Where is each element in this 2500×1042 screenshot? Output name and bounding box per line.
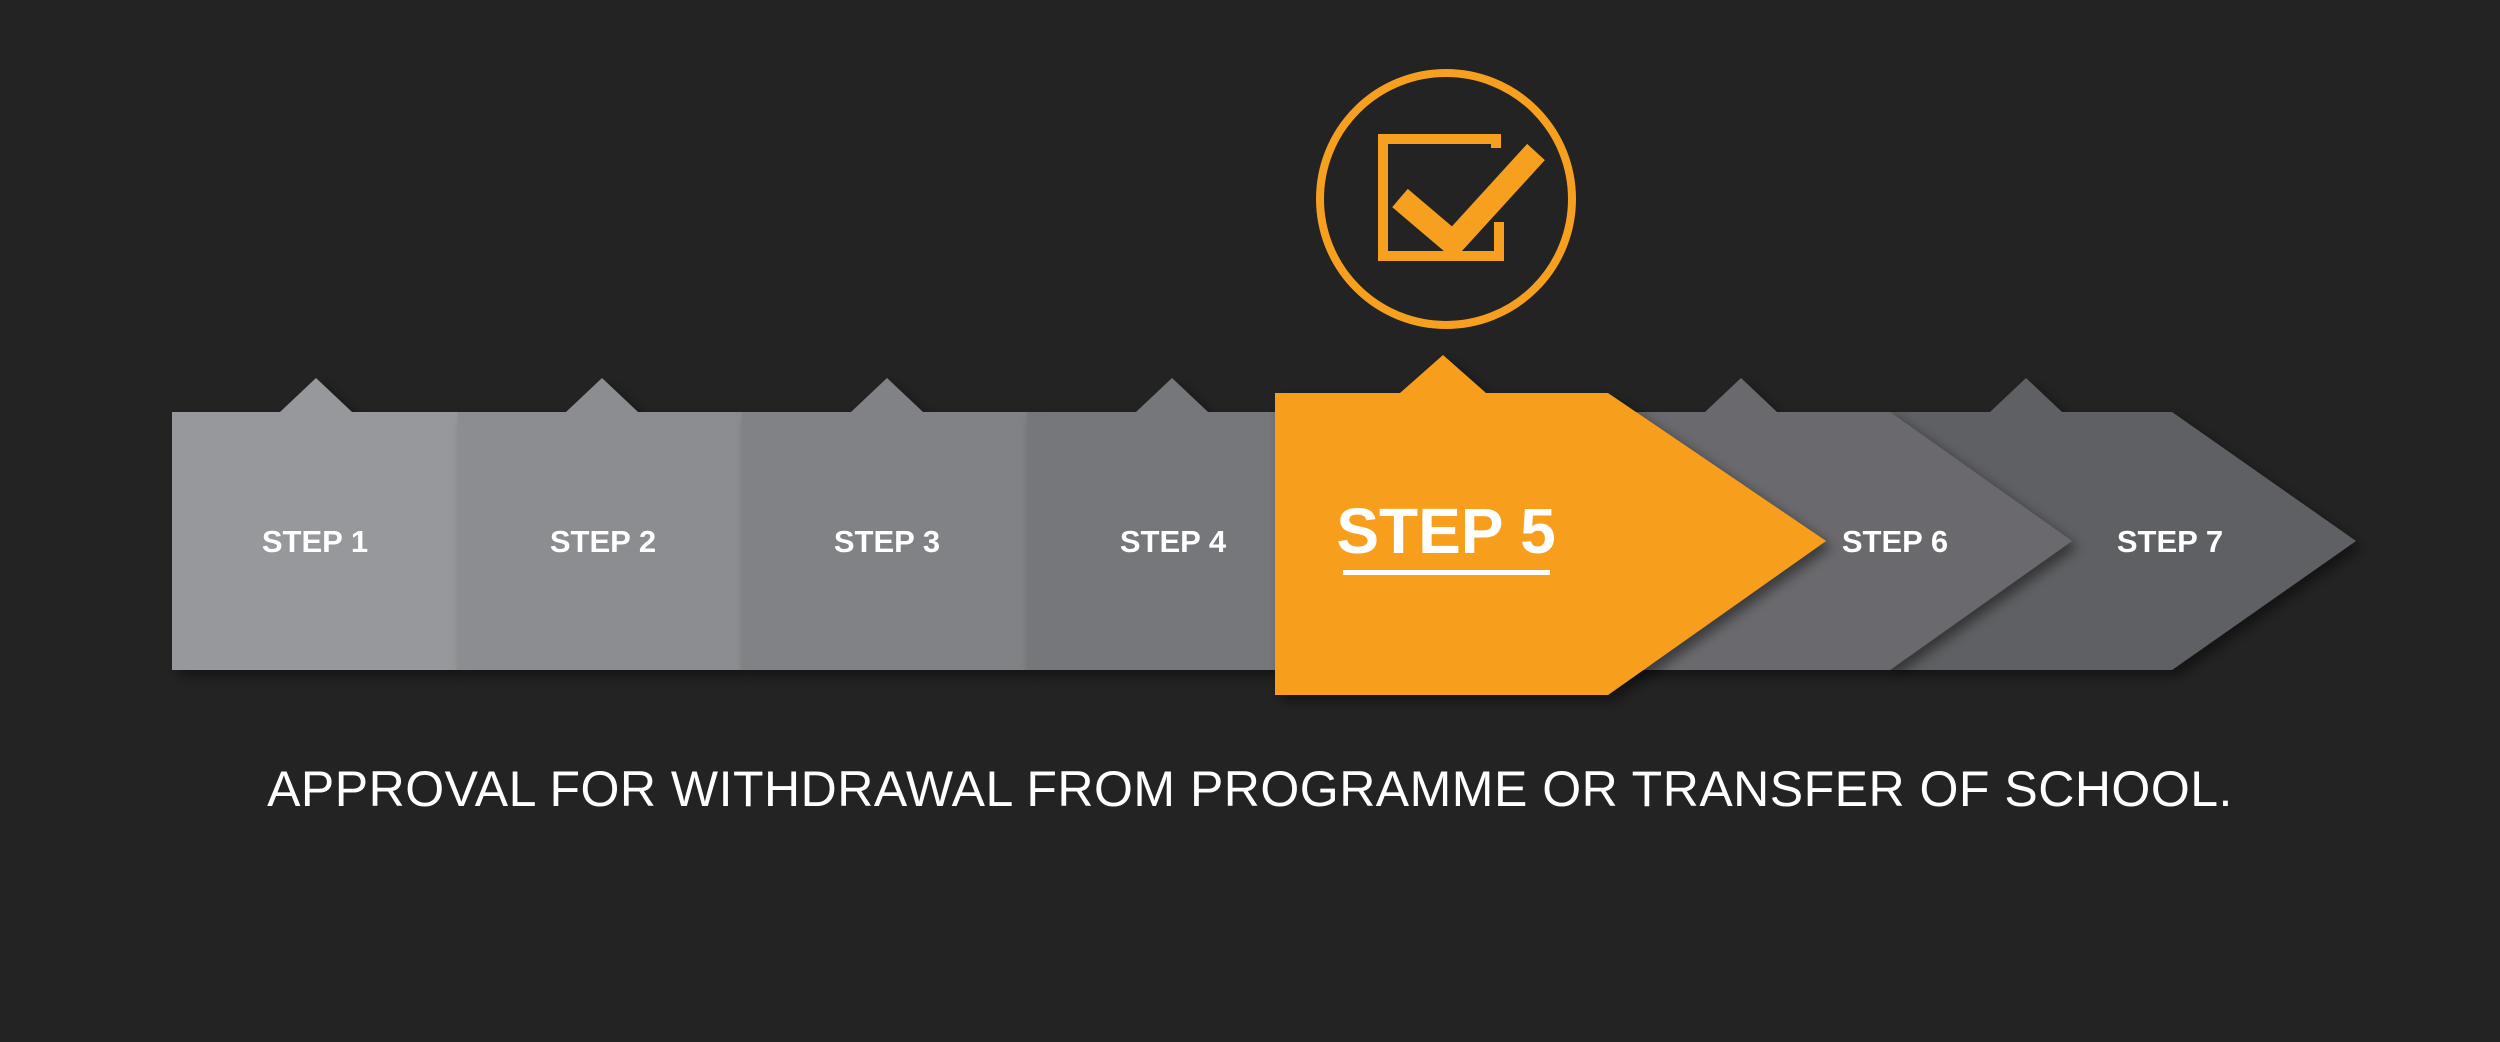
- step-4-shape: [1027, 378, 1275, 670]
- step-2-shape: [458, 378, 742, 670]
- step-description: APPROVAL FOR WITHDRAWAL FROM PROGRAMME O…: [267, 761, 2233, 817]
- checkbox-outline: [1378, 134, 1504, 261]
- checkbox-check-icon: [1316, 69, 1576, 329]
- step-6-label: STEP 6: [1842, 524, 1948, 559]
- step-5-underline: [1343, 570, 1550, 575]
- step-1: STEP 1: [172, 378, 458, 670]
- step-5-shape: [1275, 355, 1826, 695]
- step-4: STEP 4: [1027, 378, 1275, 670]
- step-5-label: STEP 5: [1336, 495, 1555, 567]
- step-5-current: STEP 5: [1275, 355, 1826, 695]
- step-7-label: STEP 7: [2117, 524, 2223, 559]
- step-2: STEP 2: [458, 378, 742, 670]
- step-1-label: STEP 1: [262, 524, 368, 559]
- icon-circle: [1316, 69, 1576, 329]
- step-4-label: STEP 4: [1120, 524, 1227, 559]
- check-mark: [1392, 143, 1545, 260]
- step-7: STEP 7: [1890, 378, 2356, 670]
- step-3: STEP 3: [742, 378, 1027, 670]
- step-1-shape: [172, 378, 458, 670]
- step-3-label: STEP 3: [834, 524, 940, 559]
- step-7-shape: [1890, 378, 2356, 670]
- step-2-label: STEP 2: [550, 524, 656, 559]
- step-3-shape: [742, 378, 1027, 670]
